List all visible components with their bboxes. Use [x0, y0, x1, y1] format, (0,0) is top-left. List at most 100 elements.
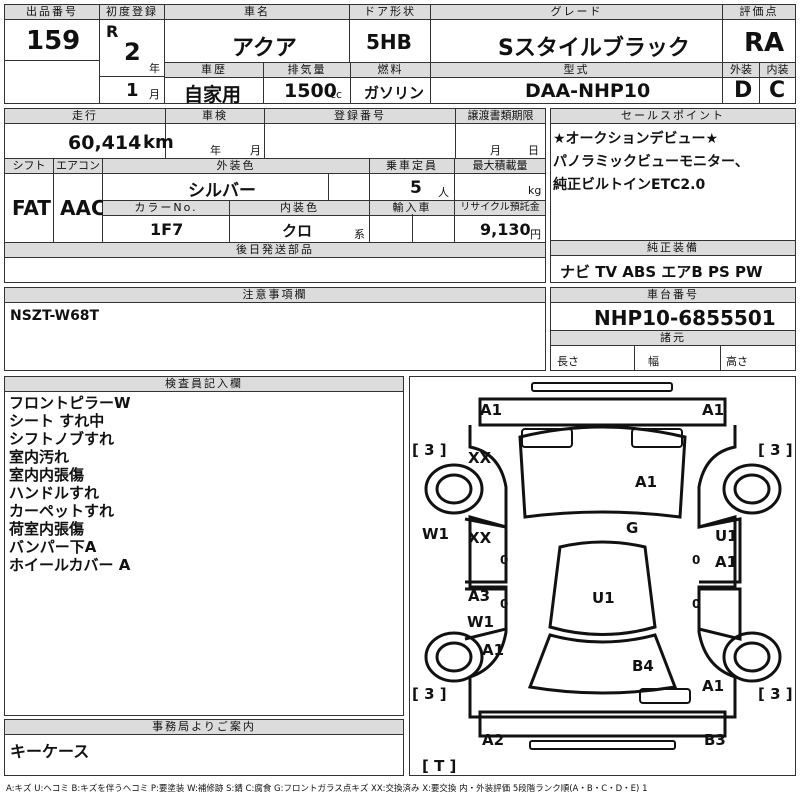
transfer-label: 譲渡書類期限 — [456, 109, 545, 124]
lot-label: 出品番号 — [5, 5, 99, 20]
label-xx-top: XX — [468, 449, 492, 467]
label-b3: B3 — [704, 731, 726, 749]
label-a2: A2 — [482, 731, 505, 749]
reg-month: 1 — [126, 80, 139, 101]
zero-left-front: 0 — [500, 553, 509, 567]
ext-label: 外装 — [723, 63, 759, 78]
notes-block — [4, 287, 546, 371]
model-label: 型式 — [431, 63, 722, 78]
label-hood: A1 — [635, 473, 658, 491]
color-no: 1F7 — [150, 220, 184, 239]
tire-rr: [ 3 ] — [758, 685, 793, 703]
zero-right-rear: 0 — [692, 597, 701, 611]
details-block — [4, 108, 546, 283]
fuel-label: 燃料 — [351, 63, 430, 78]
legend: A:キズ U:ヘコミ B:キズを伴うヘコミ P:要塗装 W:補修跡 S:錆 C:… — [6, 784, 648, 794]
reg-year: 2 — [124, 38, 141, 66]
car-diagram: A1 A1 [ 3 ] [ 3 ] XX A1 G W1 XX U1 A1 0 … — [409, 376, 796, 776]
grade: Sスタイルブラック — [498, 36, 690, 61]
spec-length: 長さ — [557, 355, 579, 368]
era: R — [106, 22, 119, 41]
inspector-line: シート すれ中 — [9, 412, 105, 430]
label-a1-rear-left: A1 — [482, 641, 505, 659]
label-w1-left: W1 — [422, 525, 449, 543]
int-grade: C — [769, 78, 786, 103]
office-block — [4, 719, 404, 776]
sales-line-2: パノラミックビューモニター、 — [553, 154, 749, 170]
kg-unit: kg — [528, 184, 542, 197]
inspector-block — [4, 376, 404, 716]
mileage: 60,414 — [68, 132, 142, 154]
spare-tire: [ T ] — [422, 757, 457, 775]
spec-height: 高さ — [726, 355, 748, 368]
sales-label: セールスポイント — [551, 109, 795, 124]
sales-line-1: ★オークションデビュー★ — [553, 131, 719, 147]
int-color: クロ — [282, 222, 313, 240]
ac-label: エアコン — [54, 159, 102, 174]
insp-month-unit: 月 — [250, 144, 261, 157]
chassis-label: 車台番号 — [551, 288, 795, 303]
label-xx-mid: XX — [468, 529, 492, 547]
reg-number-label: 登録番号 — [265, 109, 455, 124]
inspector-line: 室内汚れ — [9, 448, 70, 466]
color-label: 外装色 — [103, 159, 369, 174]
displacement: 1500 — [284, 80, 337, 102]
tire-fl: [ 3 ] — [412, 441, 447, 459]
recycle-label: リサイクル預託金 — [455, 201, 545, 216]
history: 自家用 — [184, 84, 242, 106]
office-label: 事務局よりご案内 — [5, 720, 403, 735]
year-unit: 年 — [149, 62, 160, 75]
label-b4: B4 — [632, 657, 654, 675]
inspector-line: フロントピラーW — [9, 394, 131, 412]
chassis-block — [550, 287, 796, 371]
label-glass: G — [626, 519, 639, 537]
tire-rl: [ 3 ] — [412, 685, 447, 703]
label-w1-door: W1 — [467, 613, 494, 631]
fuel: ガソリン — [364, 84, 425, 102]
lot-number: 159 — [26, 26, 81, 56]
later-parts-label: 後日発送部品 — [5, 243, 545, 258]
insp-year-unit: 年 — [210, 144, 221, 157]
int-color-suffix: 系 — [354, 228, 365, 241]
transfer-day: 日 — [528, 144, 539, 157]
shift: FAT — [12, 196, 51, 220]
color-no-label: カラーNo. — [103, 201, 229, 216]
equipment-label: 純正装備 — [551, 241, 795, 256]
header-block — [4, 4, 796, 104]
spec-width: 幅 — [648, 355, 659, 368]
label-u1-right: U1 — [715, 527, 738, 545]
ext-grade: D — [734, 78, 753, 103]
specs-label: 諸元 — [551, 331, 795, 346]
sales-block — [550, 108, 796, 283]
chassis-number: NHP10-6855501 — [594, 306, 776, 330]
cc-unit: cc — [330, 88, 343, 101]
tire-fr: [ 3 ] — [758, 441, 793, 459]
yen-unit: 円 — [530, 228, 541, 241]
inspection-label: 車検 — [166, 109, 264, 124]
person-unit: 人 — [438, 186, 449, 199]
shift-label: シフト — [5, 159, 53, 174]
door-type: 5HB — [366, 30, 412, 54]
inspector-line: バンパー下A — [9, 538, 97, 556]
label-front-right: A1 — [702, 401, 725, 419]
mileage-label: 走行 — [5, 109, 165, 124]
notes-text: NSZT-W68T — [10, 308, 100, 324]
label-roof: U1 — [592, 589, 615, 607]
zero-left-rear: 0 — [500, 597, 509, 611]
transfer-month: 月 — [490, 144, 501, 157]
int-color-label: 内装色 — [230, 201, 369, 216]
recycle-fee: 9,130 — [480, 220, 531, 239]
equipment-items: ナビ TV ABS エアB PS PW — [560, 263, 763, 281]
label-front-left: A1 — [480, 401, 503, 419]
color: シルバー — [188, 181, 256, 201]
sales-line-3: 純正ビルトインETC2.0 — [553, 177, 706, 193]
inspector-label: 検査員記入欄 — [5, 377, 403, 392]
displacement-label: 排気量 — [264, 63, 350, 78]
label-a1-rear-right: A1 — [702, 677, 725, 695]
door-label: ドア形状 — [350, 5, 430, 20]
capacity: 5 — [410, 178, 422, 198]
km-unit: km — [143, 132, 174, 153]
car-outline — [424, 382, 782, 750]
history-label: 車歴 — [165, 63, 263, 78]
